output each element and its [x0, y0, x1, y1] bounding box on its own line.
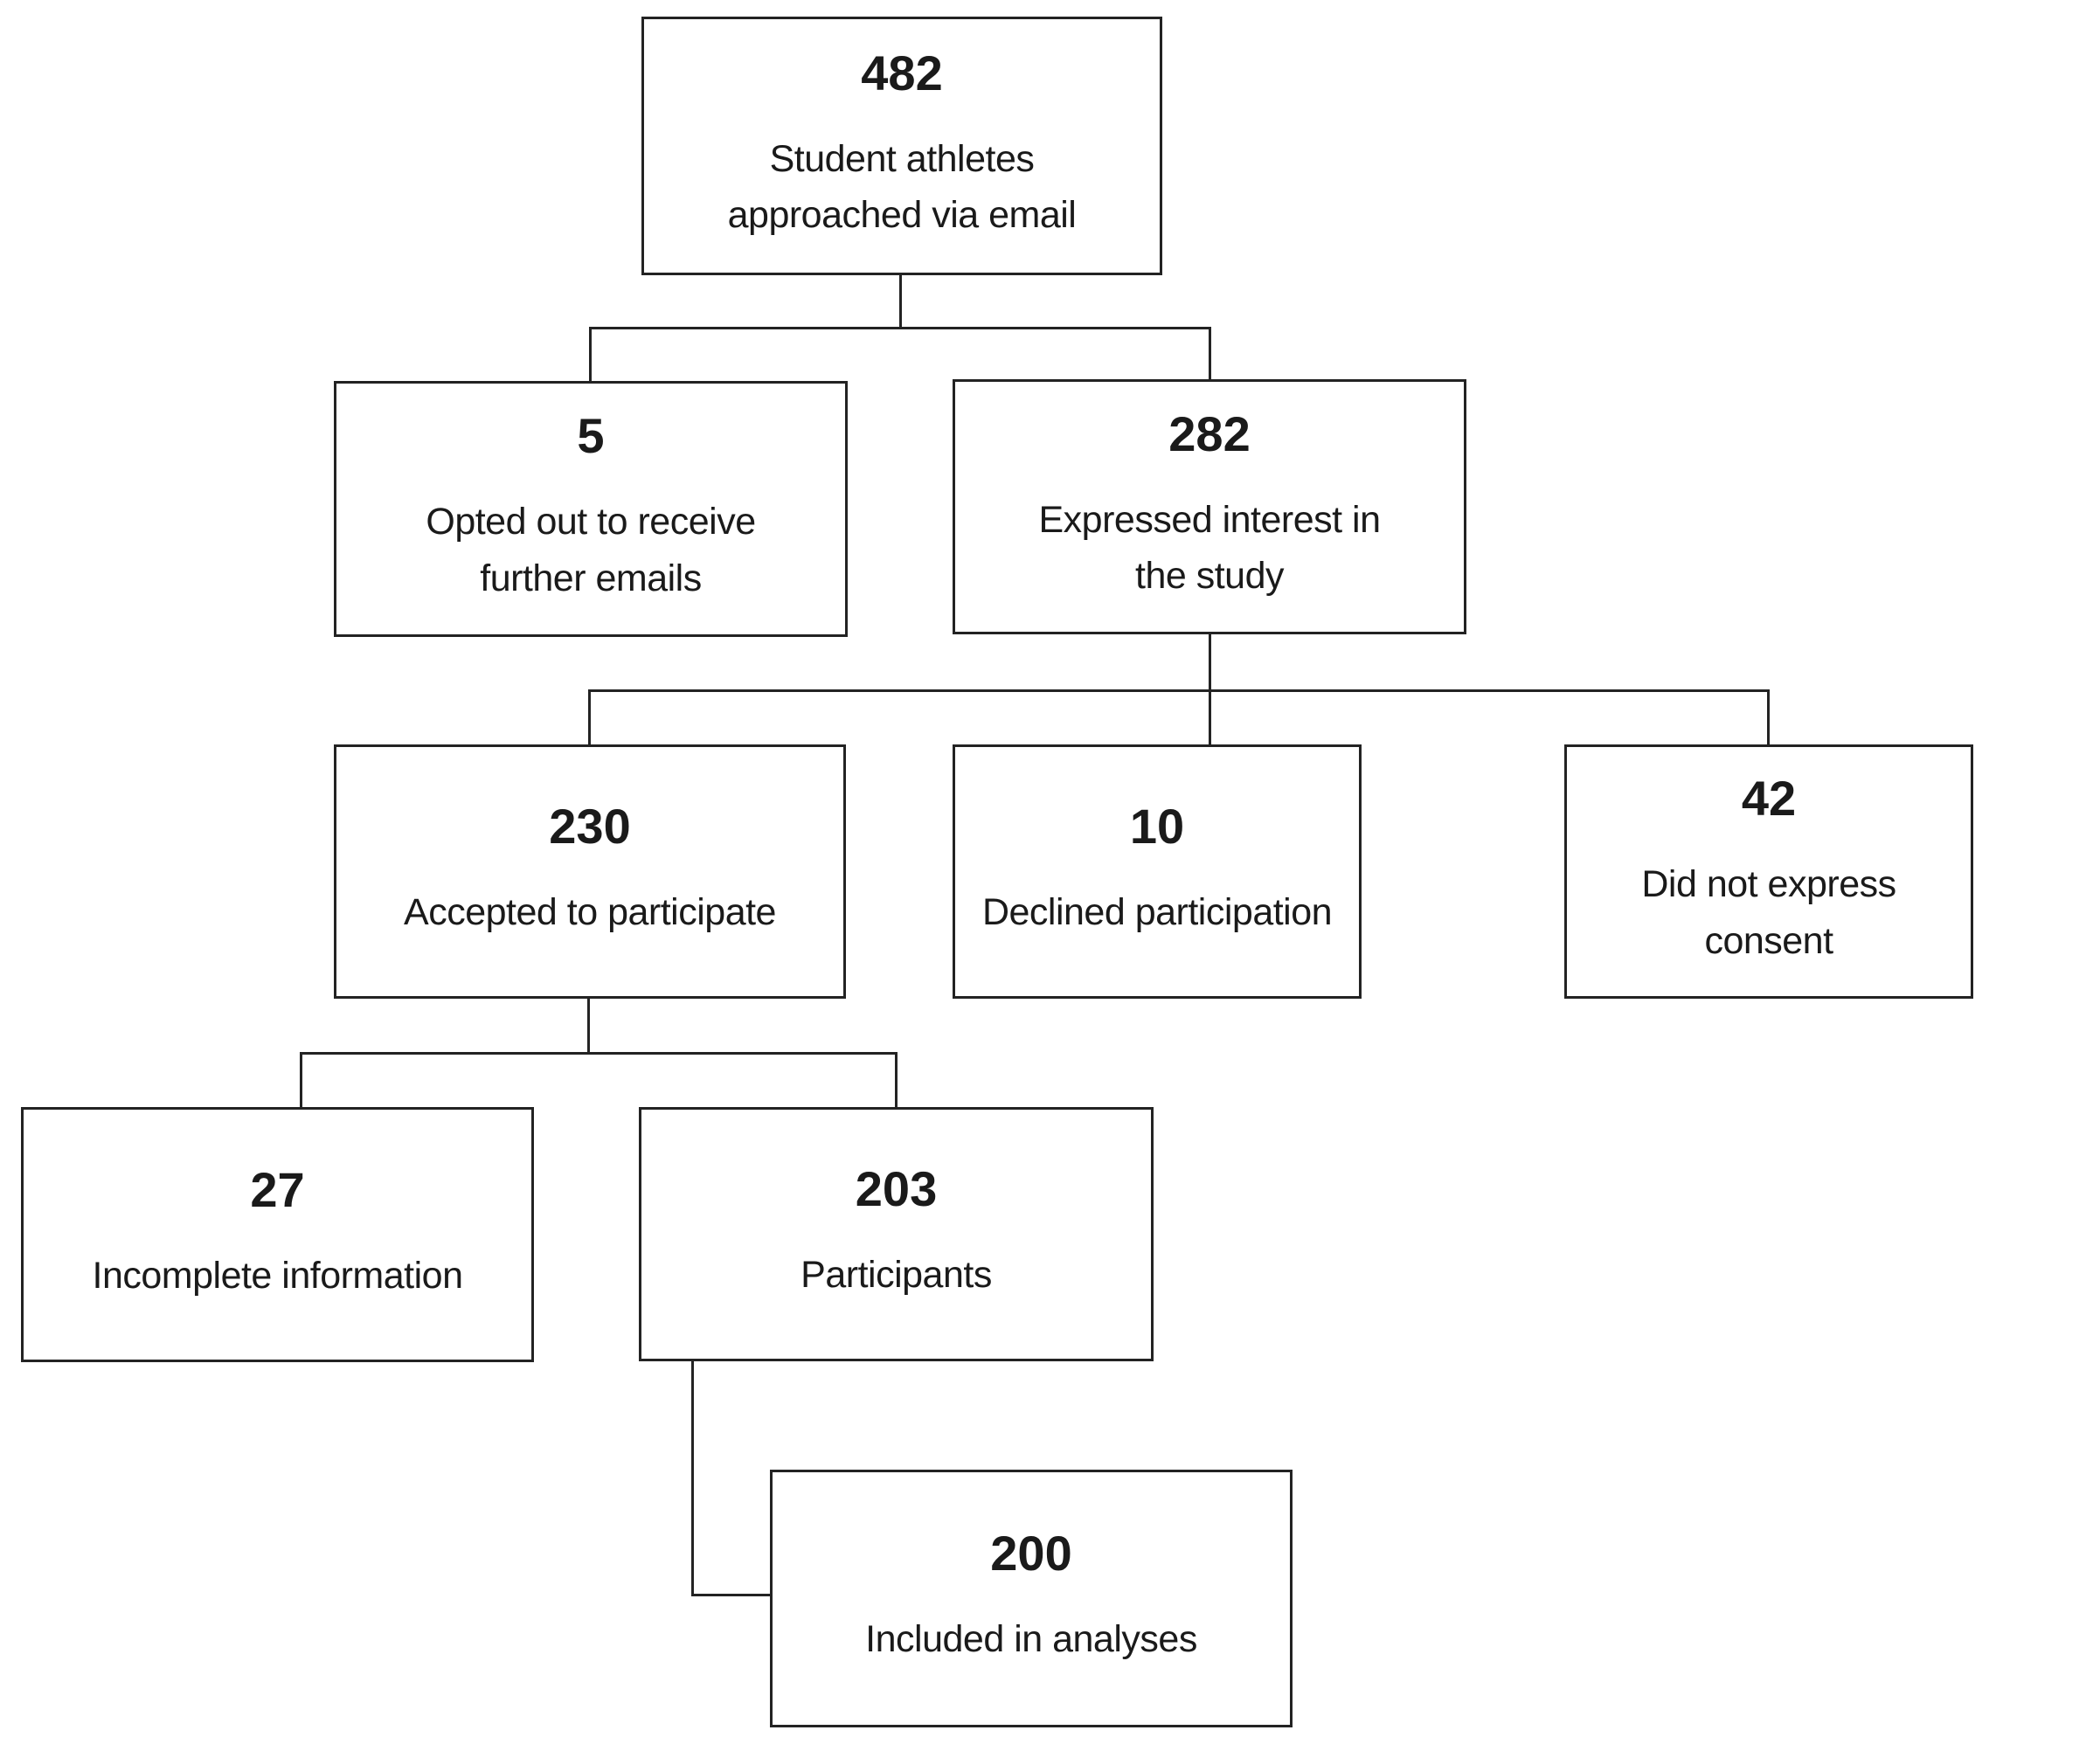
connector-drop-expressed-interest: [1209, 327, 1211, 381]
label-accepted: Accepted to participate: [404, 891, 776, 934]
label-no-consent: Did not express consent: [1641, 863, 1896, 962]
box-declined: 10 Declined participation: [953, 744, 1362, 999]
count-accepted: 230: [549, 799, 631, 855]
connector-drop-accepted: [588, 689, 591, 746]
label-expressed-interest: Expressed interest in the study: [1038, 498, 1381, 598]
label-declined: Declined participation: [981, 891, 1333, 934]
box-expressed-interest: 282 Expressed interest in the study: [953, 379, 1466, 634]
count-included-analyses: 200: [990, 1526, 1072, 1581]
box-approached: 482 Student athletes approached via emai…: [641, 17, 1162, 275]
count-approached: 482: [861, 45, 943, 100]
box-included-analyses: 200 Included in analyses: [770, 1470, 1293, 1727]
count-incomplete: 27: [250, 1161, 305, 1217]
box-accepted: 230 Accepted to participate: [334, 744, 846, 999]
connector-accepted-stem: [587, 997, 590, 1055]
connector-drop-incomplete: [300, 1052, 302, 1109]
connector-drop-no-consent: [1767, 689, 1770, 746]
count-participants: 203: [855, 1161, 938, 1217]
box-no-consent: 42 Did not express consent: [1564, 744, 1973, 999]
box-participants: 203 Participants: [639, 1107, 1154, 1361]
connector-elbow-included-analyses: [691, 1594, 772, 1596]
count-no-consent: 42: [1741, 771, 1797, 826]
count-opted-out: 5: [577, 408, 605, 463]
box-incomplete: 27 Incomplete information: [21, 1107, 534, 1362]
count-expressed-interest: 282: [1168, 405, 1251, 461]
connector-drop-participants: [895, 1052, 898, 1109]
count-declined: 10: [1129, 799, 1185, 855]
label-participants: Participants: [800, 1254, 992, 1297]
label-incomplete: Incomplete information: [92, 1254, 464, 1297]
connector-level4-rail: [300, 1052, 898, 1055]
label-included-analyses: Included in analyses: [865, 1618, 1197, 1661]
connector-drop-opted-out: [589, 327, 592, 383]
label-approached: Student athletes approached via email: [727, 137, 1077, 237]
connector-participants-stem: [691, 1360, 694, 1596]
connector-level3-rail: [588, 689, 1770, 692]
connector-approached-stem: [899, 273, 902, 329]
connector-level2-rail: [589, 327, 1211, 329]
label-opted-out: Opted out to receive further emails: [426, 501, 756, 599]
box-opted-out: 5 Opted out to receive further emails: [334, 381, 848, 637]
